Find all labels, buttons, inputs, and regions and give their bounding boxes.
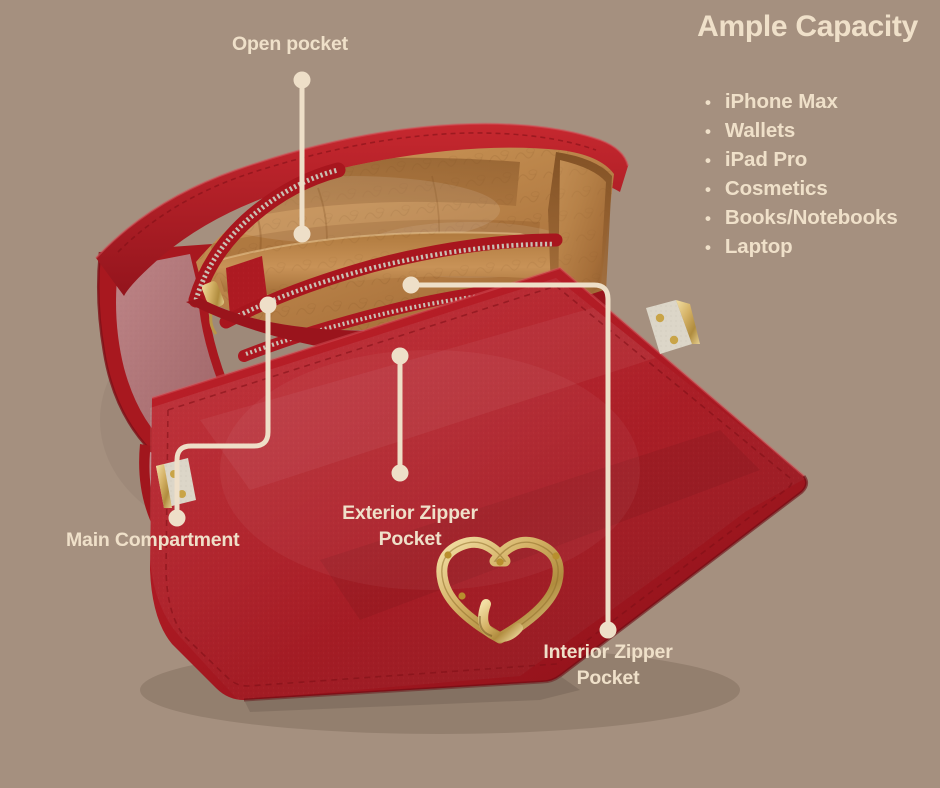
callout-label-exterior-zipper-pocket: Exterior Zipper Pocket [342,502,478,550]
bag-open-top-rim [95,122,629,296]
capacity-list: • iPhone Max • Wallets • iPad Pro • Cosmetics • B… [705,90,898,264]
gold-corner-tab-right [646,300,700,354]
capacity-list-item: • iPhone Max [705,90,898,119]
capacity-list-item-label: Laptop [724,235,793,258]
capacity-list-item: • iPad Pro [705,148,898,177]
capacity-list-item-label: iPhone Max [724,90,838,113]
callout-label-interior-zipper-pocket: Interior Zipper Pocket [543,641,673,689]
bullet-icon: • [705,93,711,112]
bullet-icon: • [705,151,711,170]
capacity-list-item: • Wallets [705,119,898,148]
callout-label-open-pocket: Open pocket [232,33,348,55]
capacity-list-item-label: Books/Notebooks [724,206,898,229]
page-title: Ample Capacity [697,10,918,43]
capacity-list-item-label: Cosmetics [724,177,828,200]
capacity-list-item-label: Wallets [724,119,796,142]
capacity-list-item: • Books/Notebooks [705,206,898,235]
bullet-icon: • [705,122,711,141]
bullet-icon: • [705,180,711,199]
capacity-list-item: • Cosmetics [705,177,898,206]
callout-label-main-compartment: Main Compartment [66,529,240,551]
capacity-list-item-label: iPad Pro [724,148,808,171]
bullet-icon: • [705,238,711,257]
capacity-list-item: • Laptop [705,235,898,264]
flap-edge-shadow [244,676,580,712]
bullet-icon: • [705,209,711,228]
flap-stitching [165,285,793,687]
